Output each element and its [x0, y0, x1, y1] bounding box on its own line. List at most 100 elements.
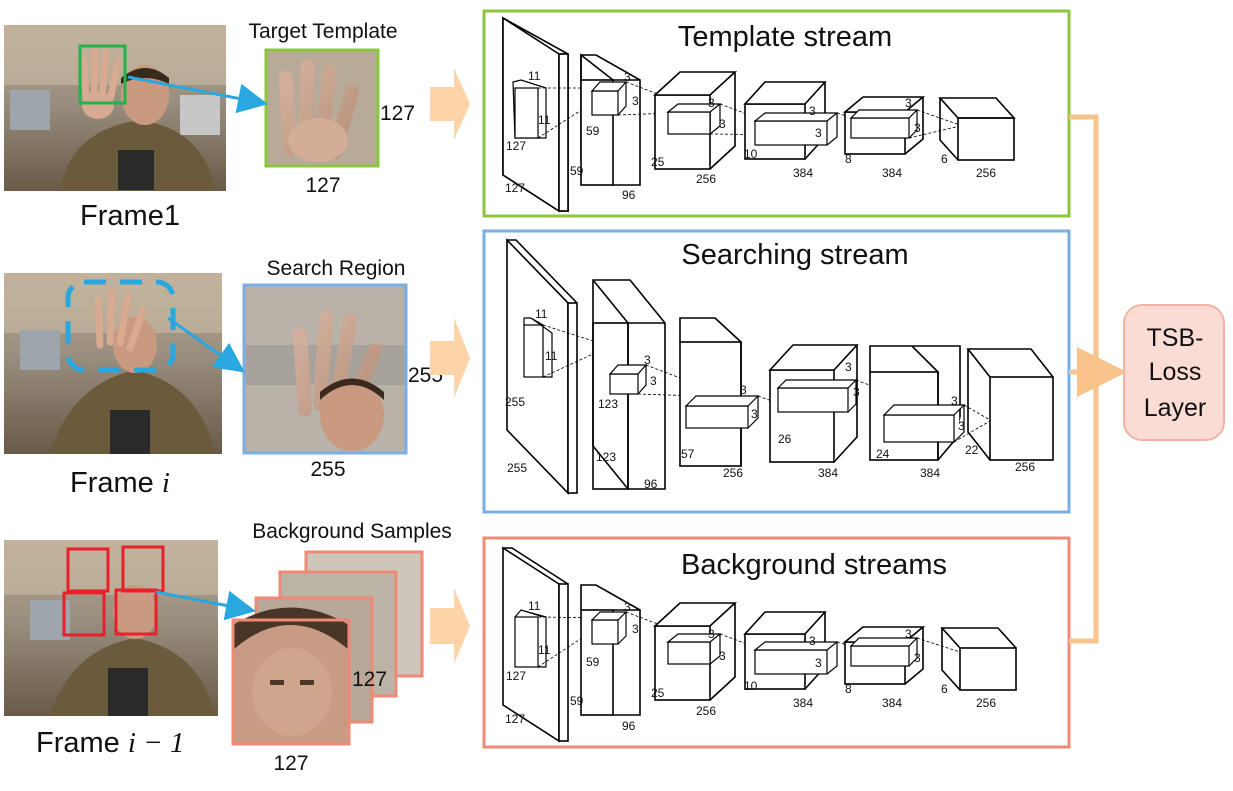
merge-connector: [1069, 114, 1127, 644]
layer-dimension-label: 3: [905, 96, 912, 110]
layer-dimension-label: 59: [586, 124, 600, 138]
layer-dimension-label: 3: [632, 94, 639, 108]
target-side-dim: 127: [380, 102, 415, 125]
layer-dimension-label: 59: [586, 655, 600, 669]
layer-dimension-label: 25: [651, 686, 665, 700]
layer-dimension-label: 3: [624, 600, 631, 614]
background-bottom-dim: 127: [273, 752, 308, 775]
layer-dimension-label: 11: [545, 349, 558, 363]
layer-dimension-label: 3: [740, 383, 747, 397]
layer-dimension-label: 3: [719, 649, 726, 663]
layer-dimension-label: 255: [505, 395, 525, 409]
layer-dimension-label: 127: [505, 181, 525, 195]
background-link-arrow: [155, 590, 256, 621]
layer-dimension-label: 256: [723, 466, 743, 480]
layer-dimension-label: 6: [941, 682, 948, 696]
search-input-arrow: [430, 318, 470, 398]
layer-dimension-label: 256: [976, 166, 996, 180]
layer-dimension-label: 26: [778, 432, 792, 446]
layer-dimension-label: 3: [905, 627, 912, 641]
layer-dimension-label: 3: [958, 419, 965, 433]
layer-dimension-label: 255: [507, 461, 527, 475]
layer-dimension-label: 384: [818, 466, 838, 480]
layer-dimension-label: 256: [976, 696, 996, 710]
layer-dimension-label: 127: [506, 669, 526, 683]
loss-line2: Loss: [1149, 358, 1202, 386]
background-input-arrow: [430, 588, 470, 664]
layer-dimension-label: 3: [644, 353, 651, 367]
layer-dimension-label: 11: [535, 307, 548, 321]
layer-dimension-label: 3: [624, 70, 631, 84]
layer-dimension-label: 10: [744, 147, 758, 161]
background-samples-title: Background Samples: [252, 520, 452, 543]
target-template-title: Target Template: [248, 20, 397, 43]
layer-dimension-label: 11: [528, 599, 541, 613]
layer-dimension-label: 11: [528, 69, 541, 83]
layer-dimension-label: 3: [853, 385, 860, 399]
layer-dimension-label: 384: [882, 696, 902, 710]
layer-dimension-label: 3: [845, 360, 852, 374]
template-stream-title: Template stream: [678, 21, 892, 53]
layer-dimension-label: 3: [809, 634, 816, 648]
target-bottom-dim: 127: [305, 174, 340, 197]
template-input-arrow: [430, 68, 470, 140]
layer-dimension-label: 256: [696, 704, 716, 718]
layer-dimension-label: 96: [622, 719, 636, 733]
background-side-dim: 127: [352, 668, 387, 691]
layer-dimension-label: 127: [506, 139, 526, 153]
tsb-loss-layer: TSB- Loss Layer: [1123, 304, 1225, 441]
layer-dimension-label: 11: [538, 113, 551, 127]
layer-dimension-label: 3: [708, 627, 715, 641]
loss-line3: Layer: [1144, 394, 1207, 422]
template-stream: Template stream: [482, 9, 1071, 218]
frame1-caption: Frame1: [80, 200, 180, 232]
layer-dimension-label: 59: [570, 164, 584, 178]
layer-dimension-label: 127: [505, 712, 525, 726]
frame-i-photo: [4, 273, 222, 454]
layer-dimension-label: 123: [598, 397, 618, 411]
layer-dimension-label: 96: [644, 477, 658, 491]
layer-dimension-label: 59: [570, 694, 584, 708]
layer-dimension-label: 3: [632, 622, 639, 636]
layer-dimension-label: 384: [920, 466, 940, 480]
layer-dimension-label: 3: [914, 121, 921, 135]
background-samples-stack: [231, 550, 424, 746]
search-region-title: Search Region: [267, 257, 406, 280]
target-link-arrow: [127, 75, 268, 114]
layer-dimension-label: 3: [815, 656, 822, 670]
frame-prev-photo: [4, 540, 218, 716]
layer-dimension-label: 3: [914, 651, 921, 665]
search-region-crop: [242, 283, 408, 455]
layer-dimension-label: 123: [596, 450, 616, 464]
layer-dimension-label: 3: [719, 117, 726, 131]
layer-dimension-label: 57: [681, 447, 695, 461]
layer-dimension-label: 3: [751, 407, 758, 421]
layer-dimension-label: 3: [809, 104, 816, 118]
layer-dimension-label: 256: [696, 172, 716, 186]
frame-prev-caption: Frame i − 1: [36, 727, 184, 759]
layer-dimension-label: 6: [941, 152, 948, 166]
layer-dimension-label: 384: [793, 166, 813, 180]
layer-dimension-label: 384: [882, 166, 902, 180]
searching-stream: Searching stream 11 11 255: [482, 229, 1071, 514]
layer-dimension-label: 25: [651, 155, 665, 169]
search-bottom-dim: 255: [310, 458, 345, 481]
layer-dimension-label: 3: [708, 96, 715, 110]
search-box: [65, 279, 176, 373]
background-streams-title: Background streams: [681, 549, 947, 581]
layer-dimension-label: 3: [650, 374, 657, 388]
searching-stream-title: Searching stream: [681, 239, 908, 271]
layer-dimension-label: 24: [876, 447, 890, 461]
layer-dimension-label: 384: [793, 696, 813, 710]
frame-i-caption: Frame i: [70, 467, 170, 499]
layer-dimension-label: 3: [951, 394, 958, 408]
target-box: [78, 44, 127, 105]
layer-dimension-label: 8: [845, 152, 852, 166]
layer-dimension-label: 11: [538, 643, 551, 657]
layer-dimension-label: 8: [845, 682, 852, 696]
layer-dimension-label: 96: [622, 188, 636, 202]
layer-dimension-label: 256: [1015, 460, 1035, 474]
loss-line1: TSB-: [1147, 324, 1204, 352]
search-link-arrow: [167, 316, 245, 373]
